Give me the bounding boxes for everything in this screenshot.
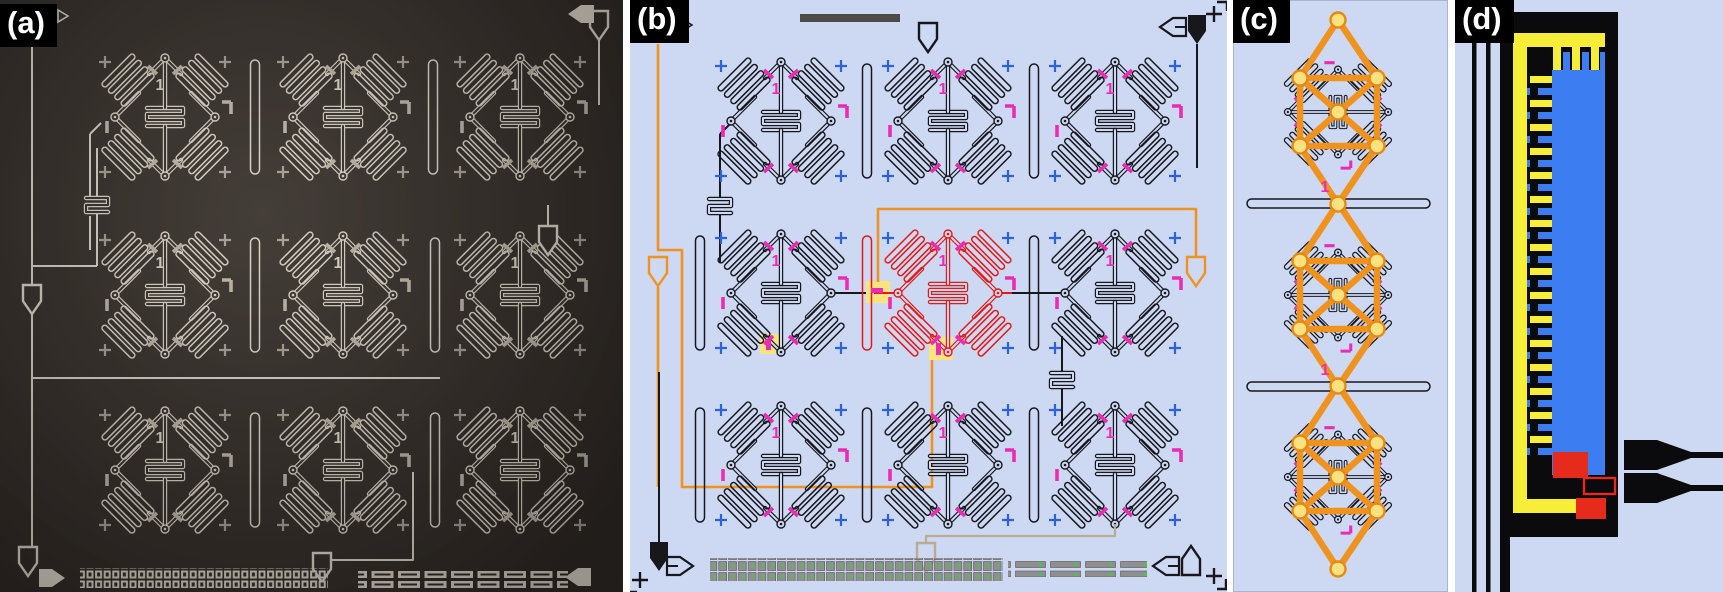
qubit-marker: 1	[334, 77, 343, 94]
qubit-index-labels: 1 1 1 1 1 1 1 1 1	[156, 77, 520, 447]
taper-leads	[1624, 440, 1723, 503]
qubit-marker: 1	[772, 81, 781, 98]
qubit-marker: 1	[1106, 425, 1115, 442]
qubit-index-labels: 1 1	[1321, 179, 1330, 379]
ground-frame	[1513, 33, 1605, 513]
test-structure-feed	[915, 524, 1117, 574]
qubit-marker: 1	[511, 77, 520, 94]
triangle-mark-icon	[57, 8, 70, 24]
qubit-marker: 1	[334, 430, 343, 447]
panel-label-d: (d)	[1455, 0, 1514, 43]
qubit-marker: 1	[1106, 81, 1115, 98]
qubit-marker: 1	[334, 255, 343, 272]
qubit-marker: 1	[511, 430, 520, 447]
junction-test-array	[710, 558, 1003, 581]
panel-c-connectivity: 1 1	[1233, 0, 1448, 592]
resonator-test-bars	[1008, 559, 1147, 577]
qubit-marker: 1	[939, 81, 948, 98]
resonator-test-bars	[358, 570, 568, 590]
qubit-marker: 1	[1321, 362, 1330, 379]
junction-pads	[1553, 452, 1617, 519]
qubit-marker: 1	[156, 255, 165, 272]
qubit-marker: 1	[772, 425, 781, 442]
qubit-marker: 1	[1106, 253, 1115, 270]
qubit-marker: 1	[156, 77, 165, 94]
panel-label-b: (b)	[630, 0, 689, 43]
panel-b-layout: 1 1 1 1 1 1 1 1 1	[630, 0, 1227, 592]
qubit-marker: 1	[772, 253, 781, 270]
panel-d-qubit-zoom	[1455, 0, 1723, 592]
qubit-marker: 1	[511, 255, 520, 272]
junction-test-array	[80, 568, 328, 588]
qubit-marker: 1	[939, 425, 948, 442]
junction-markers	[721, 68, 1183, 518]
qubit-marker: 1	[156, 430, 165, 447]
qubit-marker: 1	[1321, 179, 1330, 196]
inter-cell-coupler	[79, 199, 101, 213]
qubit-marker: 1	[939, 253, 948, 270]
panel-a-micrograph: 1 1 1 1 1 1 1 1 1	[0, 0, 623, 592]
connectivity-graph	[1291, 11, 1386, 578]
feedline-cross-sections	[1472, 0, 1491, 592]
interdigitated-capacitor	[1527, 74, 1552, 458]
qubit-cell-grid	[101, 53, 584, 534]
qubit-island	[1552, 52, 1605, 475]
scale-bar	[800, 14, 900, 22]
panel-label-a: (a)	[0, 4, 57, 47]
qubit-index-labels: 1 1 1 1 1 1 1 1 1	[772, 81, 1115, 442]
panel-label-c: (c)	[1233, 0, 1290, 43]
